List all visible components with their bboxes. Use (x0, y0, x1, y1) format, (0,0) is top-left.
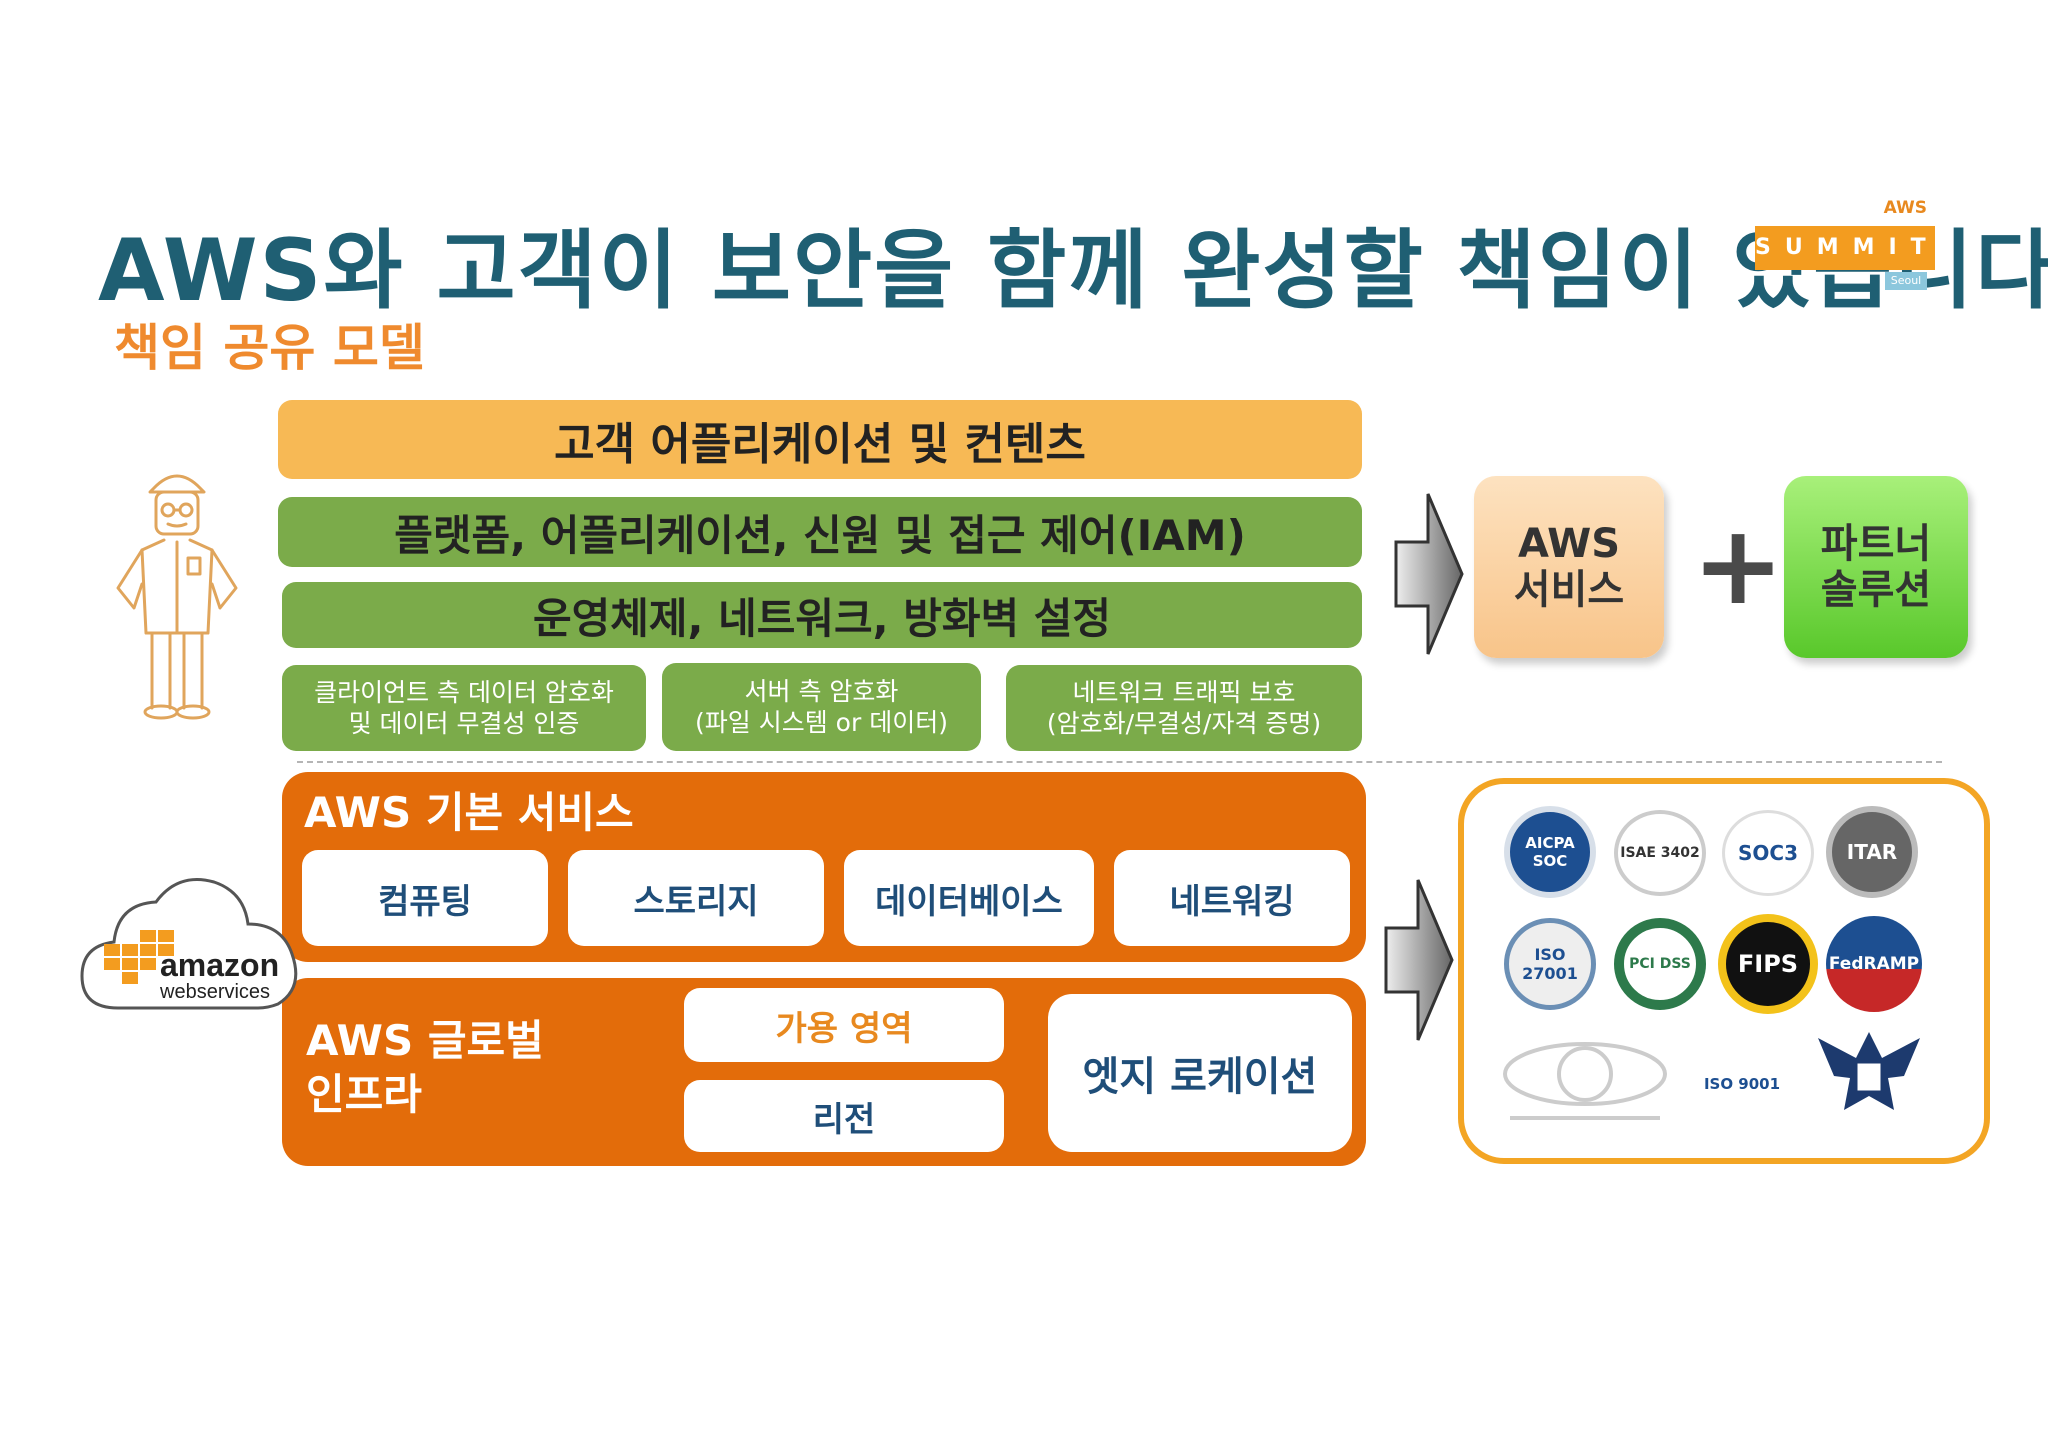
page-subtitle: 책임 공유 모델 (114, 319, 425, 377)
plus-icon: + (1692, 501, 1785, 629)
aws-global-infra-label: AWS 글로벌 인프라 (306, 1016, 544, 1119)
pci-dss-badge: PCI DSS (1614, 918, 1706, 1010)
mpaa-emblem-icon (1503, 1042, 1667, 1120)
availability-zone-box: 가용 영역 (684, 988, 1004, 1062)
arrow-right-icon-2 (1384, 879, 1454, 1041)
aws-foundation-label: AWS 기본 서비스 (304, 788, 634, 837)
amazon-logo-word: amazon (160, 947, 279, 983)
amazon-web-services-logo: amazon webservices (80, 878, 298, 1010)
summit-logo-aws: AWS (1883, 198, 1927, 218)
aws-foundation-panel: AWS 기본 서비스 컴퓨팅 스토리지 데이터베이스 네트워킹 (282, 772, 1366, 962)
arrow-right-icon (1394, 493, 1464, 655)
amazon-logo-sub: webservices (159, 981, 270, 1003)
soc3-badge: SOC3 (1722, 810, 1814, 896)
database-box: 데이터베이스 (844, 850, 1094, 946)
aicpa-soc-badge: AICPA SOC (1504, 806, 1596, 898)
certifications-frame: AICPA SOC ISAE 3402 SOC3 ITAR ISO 27001 … (1458, 778, 1990, 1164)
storage-box: 스토리지 (568, 850, 824, 946)
iso-27001-badge: ISO 27001 (1504, 918, 1596, 1010)
eagle-seal-icon (1818, 1032, 1920, 1110)
responsibility-divider (297, 761, 1942, 763)
edge-location-box: 엣지 로케이션 (1048, 994, 1352, 1152)
aws-summit-logo: AWS SUMMIT Seoul (1755, 198, 1935, 290)
partner-solutions-box: 파트너 솔루션 (1784, 476, 1968, 658)
customer-person-icon (116, 474, 238, 720)
fips-badge: FIPS (1718, 914, 1818, 1014)
fedramp-badge: FedRAMP (1826, 916, 1922, 1012)
network-traffic-protection-box: 네트워크 트래픽 보호 (암호화/무결성/자격 증명) (1006, 665, 1362, 751)
platform-iam-bar: 플랫폼, 어플리케이션, 신원 및 접근 제어(IAM) (278, 497, 1362, 567)
summit-logo-city: Seoul (1885, 272, 1927, 290)
customer-app-content-bar: 고객 어플리케이션 및 컨텐츠 (278, 400, 1362, 479)
compute-box: 컴퓨팅 (302, 850, 548, 946)
region-box: 리전 (684, 1080, 1004, 1152)
itar-badge: ITAR (1826, 806, 1918, 898)
dod-eagle-seal (1804, 1018, 1934, 1128)
aws-services-box: AWS 서비스 (1474, 476, 1664, 658)
isae-3402-badge: ISAE 3402 (1614, 810, 1706, 896)
server-side-encryption-box: 서버 측 암호화 (파일 시스템 or 데이터) (662, 663, 981, 751)
summit-logo-band: SUMMIT (1755, 226, 1935, 270)
aws-global-infra-panel: AWS 글로벌 인프라 가용 영역 리전 엣지 로케이션 (282, 978, 1366, 1166)
mpaa-logo (1500, 1034, 1670, 1126)
client-side-encryption-box: 클라이언트 측 데이터 암호화 및 데이터 무결성 인증 (282, 665, 646, 751)
networking-box: 네트워킹 (1114, 850, 1350, 946)
page-title: AWS와 고객이 보안을 함께 완성할 책임이 있습니다. (98, 221, 2048, 321)
os-network-firewall-bar: 운영체제, 네트워크, 방화벽 설정 (282, 582, 1362, 648)
iso-9001-badge: ISO 9001 (1703, 1075, 1781, 1093)
